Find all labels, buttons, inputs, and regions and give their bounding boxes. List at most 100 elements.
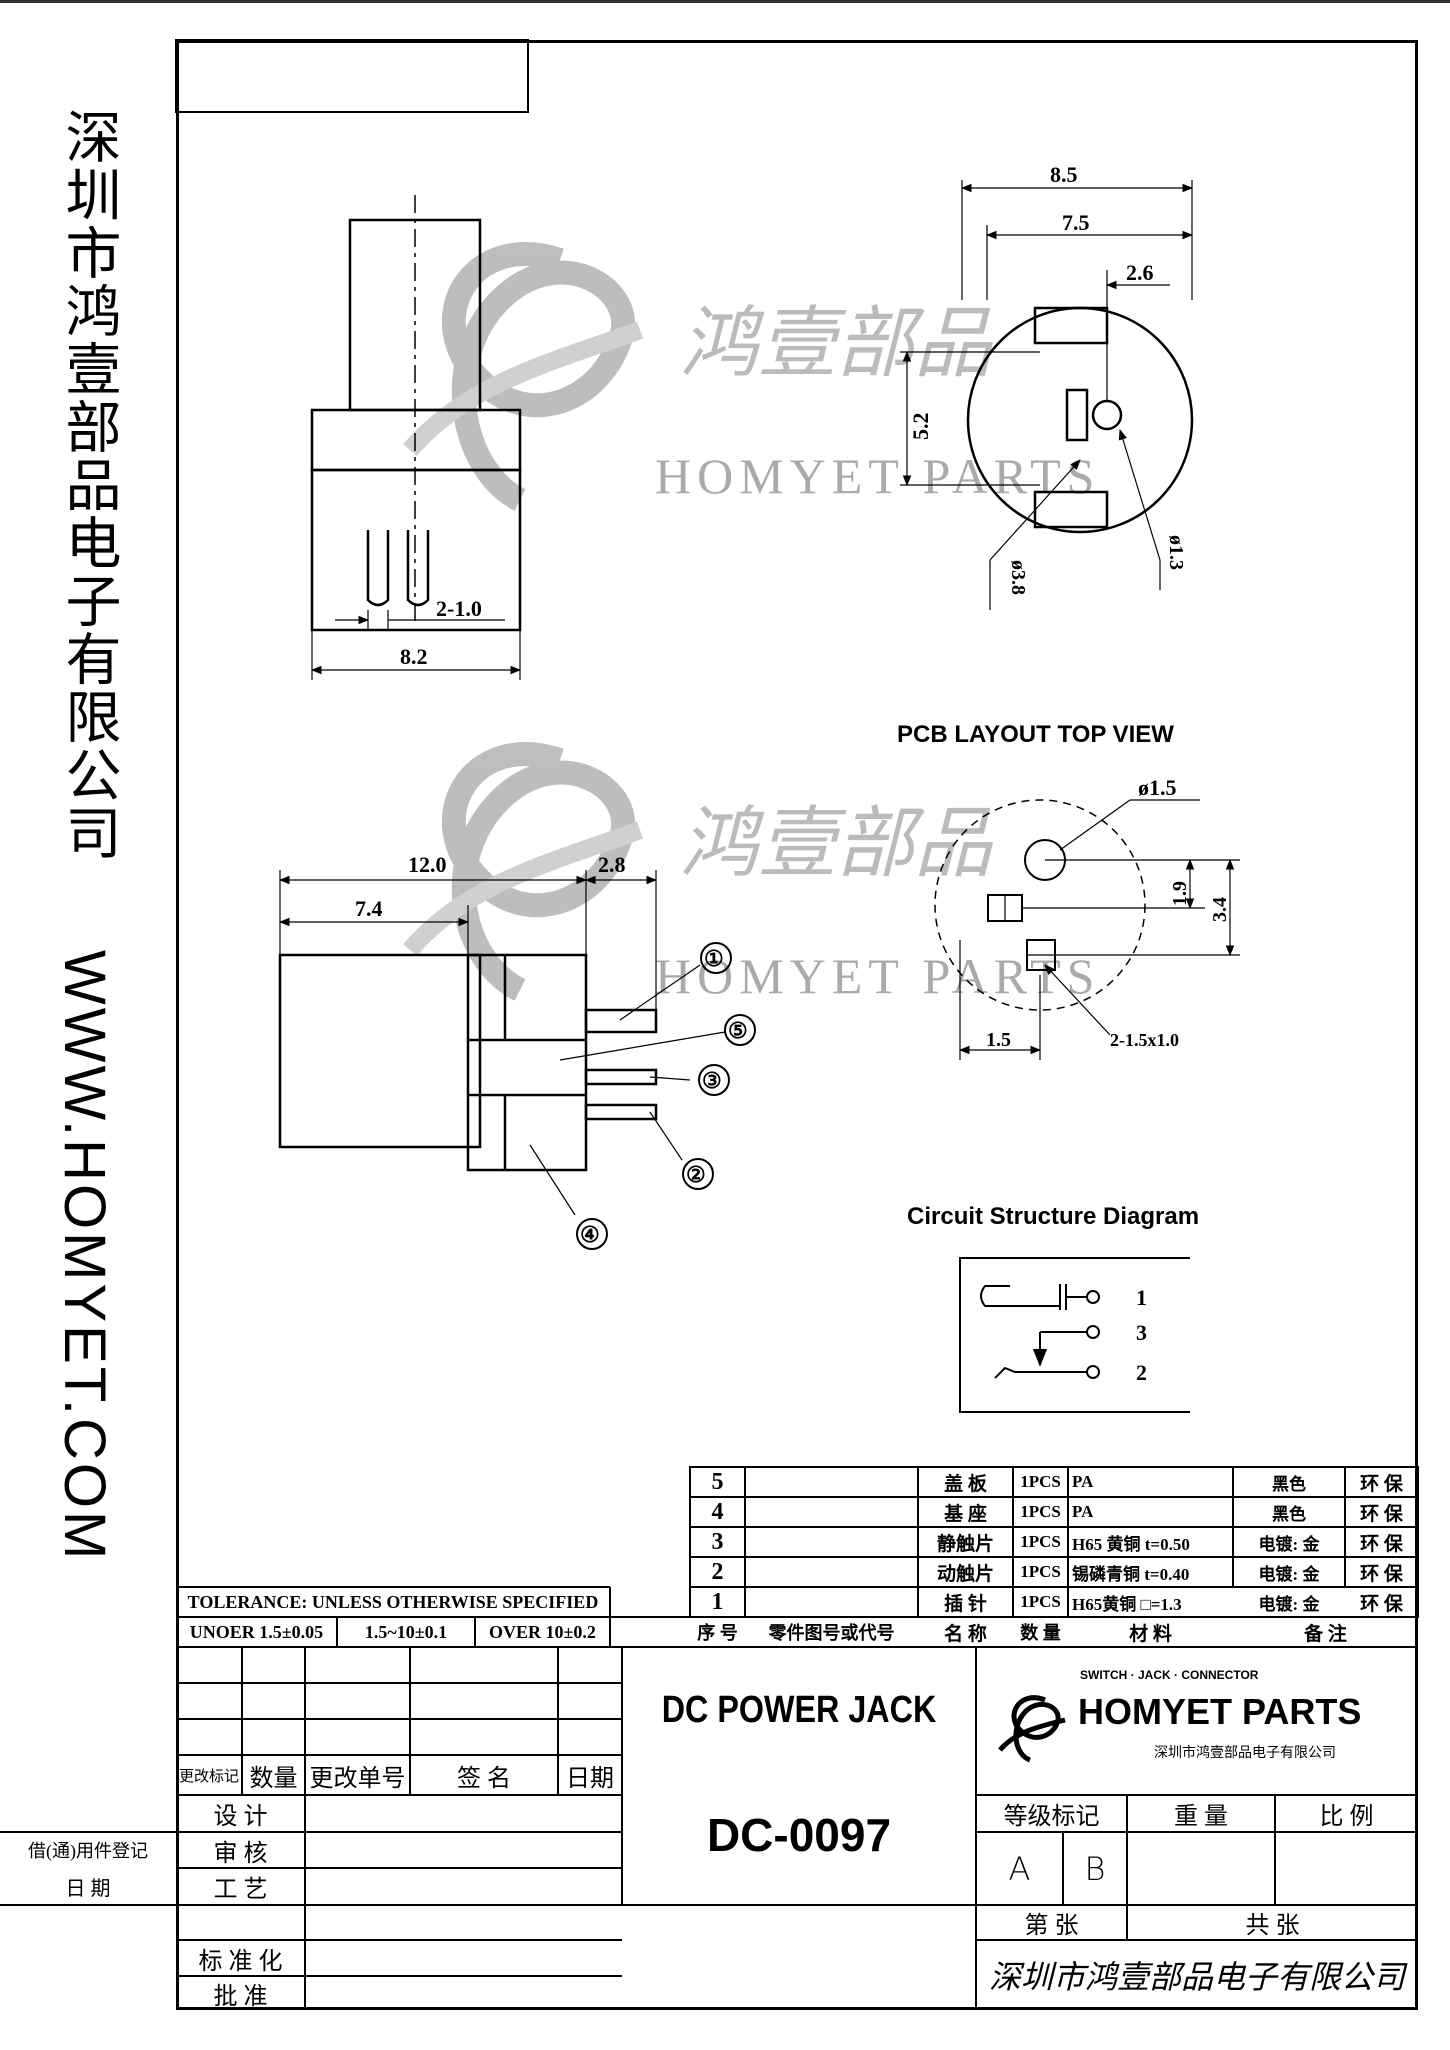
grade-weight: 重 量 bbox=[1174, 1804, 1228, 1830]
bom-material: PA bbox=[1072, 1472, 1094, 1491]
bom-header-note: 备 注 bbox=[1304, 1623, 1347, 1645]
rev-order: 更改单号 bbox=[309, 1765, 406, 1792]
callout-3: ③ bbox=[702, 1068, 722, 1093]
bom-plating: 电镀: 金 bbox=[1258, 1594, 1320, 1614]
callout-1: ① bbox=[704, 946, 724, 971]
watermark-en-top: HOMYET PARTS bbox=[655, 448, 1101, 504]
product-name: DC POWER JACK bbox=[661, 1688, 937, 1731]
bom-part bbox=[745, 1527, 918, 1557]
watermark-cn-top: 鸿壹部品 bbox=[680, 300, 994, 387]
rev-count: 数量 bbox=[249, 1765, 298, 1792]
watermark-logo-top bbox=[403, 242, 644, 511]
dim-d-body: ø3.8 bbox=[1007, 560, 1029, 595]
top-border bbox=[0, 0, 1450, 3]
rev-date: 日期 bbox=[566, 1765, 614, 1792]
dim-d-pin: ø1.3 bbox=[1165, 535, 1187, 570]
bom-plating: 电镀: 金 bbox=[1258, 1534, 1320, 1554]
tolerance-1: UNOER 1.5±0.05 bbox=[189, 1621, 324, 1642]
dim-offset: 2.6 bbox=[1126, 260, 1154, 285]
tolerance-2: 1.5~10±0.1 bbox=[364, 1621, 448, 1642]
bom-no: 4 bbox=[711, 1498, 724, 1525]
bom-header-no: 序 号 bbox=[697, 1623, 738, 1643]
bom-name: 基 座 bbox=[944, 1503, 987, 1525]
grade-a: A bbox=[1008, 1849, 1031, 1888]
grade-ratio: 比 例 bbox=[1319, 1804, 1374, 1830]
callout-4: ④ bbox=[580, 1222, 600, 1247]
bom-material: PA bbox=[1072, 1502, 1094, 1521]
bom-no: 2 bbox=[711, 1558, 724, 1585]
watermark-en-bottom: HOMYET PARTS bbox=[655, 948, 1101, 1004]
pcb-slots: 2-1.5x1.0 bbox=[1110, 1030, 1179, 1050]
bom-material: H65黄铜 □=1.3 bbox=[1072, 1594, 1182, 1614]
bom-name: 动触片 bbox=[936, 1563, 994, 1585]
dim-front: 7.4 bbox=[355, 896, 383, 921]
bom-plating: 电镀: 金 bbox=[1258, 1564, 1320, 1584]
rev-mark: 更改标记 bbox=[178, 1768, 239, 1785]
logo-mark bbox=[998, 1695, 1066, 1763]
dim-outer: 8.5 bbox=[1050, 162, 1078, 187]
dim-length: 12.0 bbox=[408, 852, 447, 877]
callout-5: ⑤ bbox=[728, 1018, 748, 1043]
tolerance-grid bbox=[176, 1586, 1418, 1648]
pcb-d2: 3.4 bbox=[1209, 897, 1231, 922]
circuit-pin-2: 2 bbox=[1136, 1360, 1147, 1385]
bom-note: 环 保 bbox=[1360, 1563, 1403, 1585]
bom-note: 环 保 bbox=[1360, 1473, 1403, 1495]
bom-header-part: 零件图号或代号 bbox=[768, 1623, 895, 1643]
logo-brand: HOMYET PARTS bbox=[1078, 1691, 1362, 1732]
bom-part bbox=[745, 1557, 918, 1587]
drawing-frame bbox=[176, 40, 1418, 2010]
bom-no: 1 bbox=[711, 1588, 724, 1615]
pcb-hole: ø1.5 bbox=[1138, 775, 1177, 800]
bom-qty: 1PCS bbox=[1020, 1472, 1061, 1491]
bom-part bbox=[745, 1467, 918, 1497]
dim-pin-pitch: 2-1.0 bbox=[436, 596, 482, 621]
circuit-pin-1: 1 bbox=[1136, 1285, 1147, 1310]
bom-note: 环 保 bbox=[1360, 1593, 1403, 1615]
grade-b: B bbox=[1084, 1849, 1106, 1888]
bom-no: 3 bbox=[711, 1528, 724, 1555]
dim-height: 5.2 bbox=[908, 413, 933, 441]
tolerance-3: OVER 10±0.2 bbox=[489, 1621, 596, 1642]
bom-part bbox=[745, 1587, 918, 1617]
dim-side-width: 8.2 bbox=[400, 644, 428, 669]
tolerance-title: TOLERANCE: UNLESS OTHERWISE SPECIFIED bbox=[187, 1591, 599, 1612]
bom-grid bbox=[689, 1466, 1419, 1618]
bom-plating: 黑色 bbox=[1272, 1504, 1306, 1524]
title-box bbox=[175, 39, 529, 113]
bom-qty: 1PCS bbox=[1020, 1562, 1061, 1581]
logo-tagline: SWITCH · JACK · CONNECTOR bbox=[1080, 1668, 1259, 1682]
bom-material: 锡磷青铜 t=0.40 bbox=[1072, 1564, 1190, 1584]
bom-qty: 1PCS bbox=[1020, 1592, 1061, 1611]
bom-no: 5 bbox=[711, 1468, 724, 1495]
bottom-view bbox=[278, 870, 726, 1216]
signature: 深圳市鸿壹部品电子有限公司 bbox=[988, 1958, 1405, 1996]
dim-back: 2.8 bbox=[598, 852, 626, 877]
bom-name: 静触片 bbox=[936, 1533, 994, 1555]
approval-process: 工 艺 bbox=[213, 1877, 268, 1903]
dim-inner: 7.5 bbox=[1062, 210, 1090, 235]
approval-design: 设 计 bbox=[213, 1804, 268, 1830]
bom-header-material: 材 料 bbox=[1129, 1623, 1172, 1645]
left-date: 日 期 bbox=[65, 1878, 111, 1900]
circuit-diagram bbox=[959, 1257, 1190, 1413]
bom-qty: 1PCS bbox=[1020, 1532, 1061, 1551]
callout-circles bbox=[576, 942, 756, 1250]
bom-header-qty: 数 量 bbox=[1020, 1623, 1061, 1643]
bom-material: H65 黄铜 t=0.50 bbox=[1072, 1534, 1190, 1554]
pcb-d1: 1.9 bbox=[1169, 881, 1191, 906]
grade-label: 等级标记 bbox=[1003, 1804, 1100, 1830]
pcb-layout bbox=[934, 799, 1240, 1060]
circuit-pin-3: 3 bbox=[1136, 1320, 1147, 1345]
bom-name: 插 针 bbox=[944, 1593, 987, 1615]
callout-2: ② bbox=[686, 1162, 706, 1187]
website-vertical-text: WWW.HOMYET.COM bbox=[52, 950, 117, 1563]
pcb-title: PCB LAYOUT TOP VIEW bbox=[897, 721, 1174, 748]
approval-review: 审 核 bbox=[213, 1840, 268, 1867]
logo-company: 深圳市鸿壹部品电子有限公司 bbox=[1154, 1745, 1336, 1761]
title-block-grid bbox=[0, 1647, 1418, 2010]
approval-standard: 标 准 化 bbox=[198, 1948, 283, 1975]
bom-qty: 1PCS bbox=[1020, 1502, 1061, 1521]
rev-sign: 签 名 bbox=[457, 1765, 511, 1792]
